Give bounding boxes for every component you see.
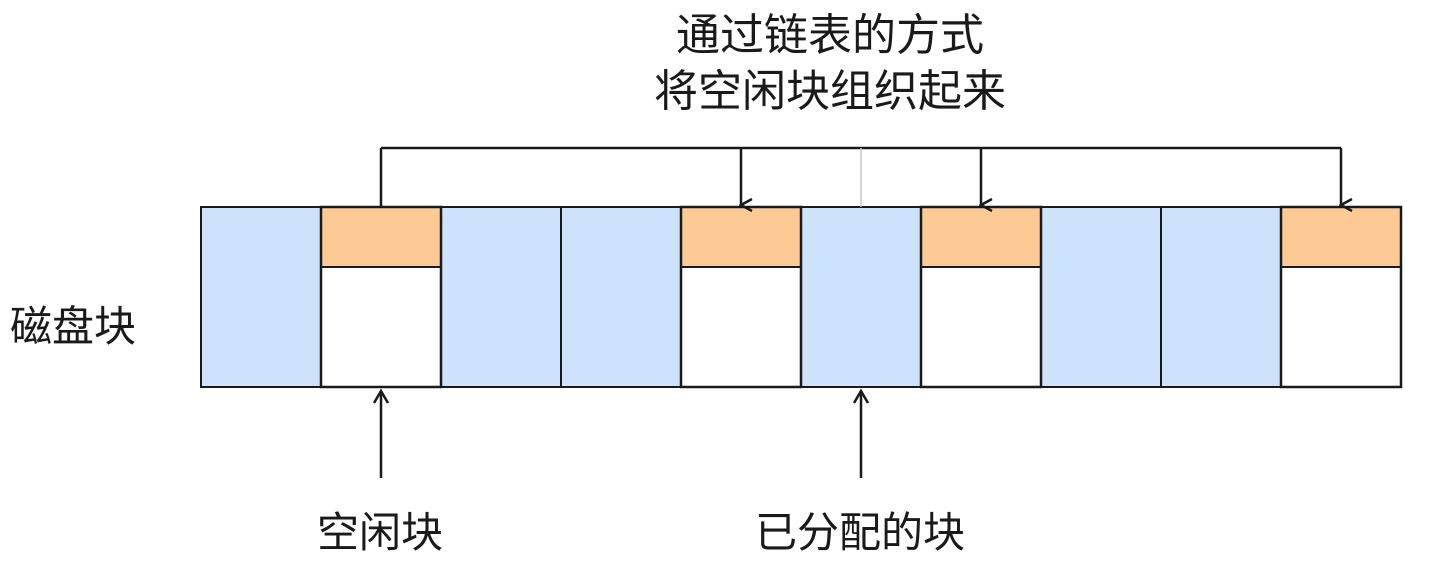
arrow-up-icon xyxy=(852,388,870,404)
free-block xyxy=(320,206,442,388)
allocated-block-body xyxy=(1160,206,1282,388)
allocated-block xyxy=(1040,206,1162,388)
free-block-pointer-field xyxy=(320,206,442,268)
free-block-body xyxy=(1280,266,1402,388)
title-line-2: 将空闲块组织起来 xyxy=(654,66,1006,117)
allocated-block xyxy=(440,206,562,388)
allocated-block-body xyxy=(800,206,922,388)
free-block-pointer-field xyxy=(920,206,1042,268)
allocated-block xyxy=(800,206,922,388)
diagram-title: 通过链表的方式 将空闲块组织起来 xyxy=(560,8,1100,120)
free-block-label: 空闲块 xyxy=(316,508,443,557)
label-pointers xyxy=(372,388,870,478)
free-block xyxy=(920,206,1042,388)
allocated-block xyxy=(1160,206,1282,388)
free-block-pointer xyxy=(372,388,390,478)
allocated-block-body xyxy=(200,206,322,388)
free-block xyxy=(680,206,802,388)
allocated-block-label: 已分配的块 xyxy=(754,508,965,557)
disk-blocks-label: 磁盘块 xyxy=(10,302,137,351)
allocated-block-pointer xyxy=(852,388,870,478)
disk-blocks xyxy=(200,205,1403,389)
allocated-block-body xyxy=(1040,206,1162,388)
allocated-block-body xyxy=(440,206,562,388)
allocated-block xyxy=(200,206,322,388)
arrow-up-icon xyxy=(372,388,390,404)
free-block-body xyxy=(920,266,1042,388)
allocated-block xyxy=(560,206,682,388)
free-list-links xyxy=(379,146,1341,207)
allocated-block-body xyxy=(560,206,682,388)
title-line-1: 通过链表的方式 xyxy=(676,10,984,61)
free-block xyxy=(1280,206,1402,388)
free-block-pointer-field xyxy=(680,206,802,268)
free-block-pointer-field xyxy=(1280,206,1402,268)
free-block-body xyxy=(320,266,442,388)
free-block-body xyxy=(680,266,802,388)
